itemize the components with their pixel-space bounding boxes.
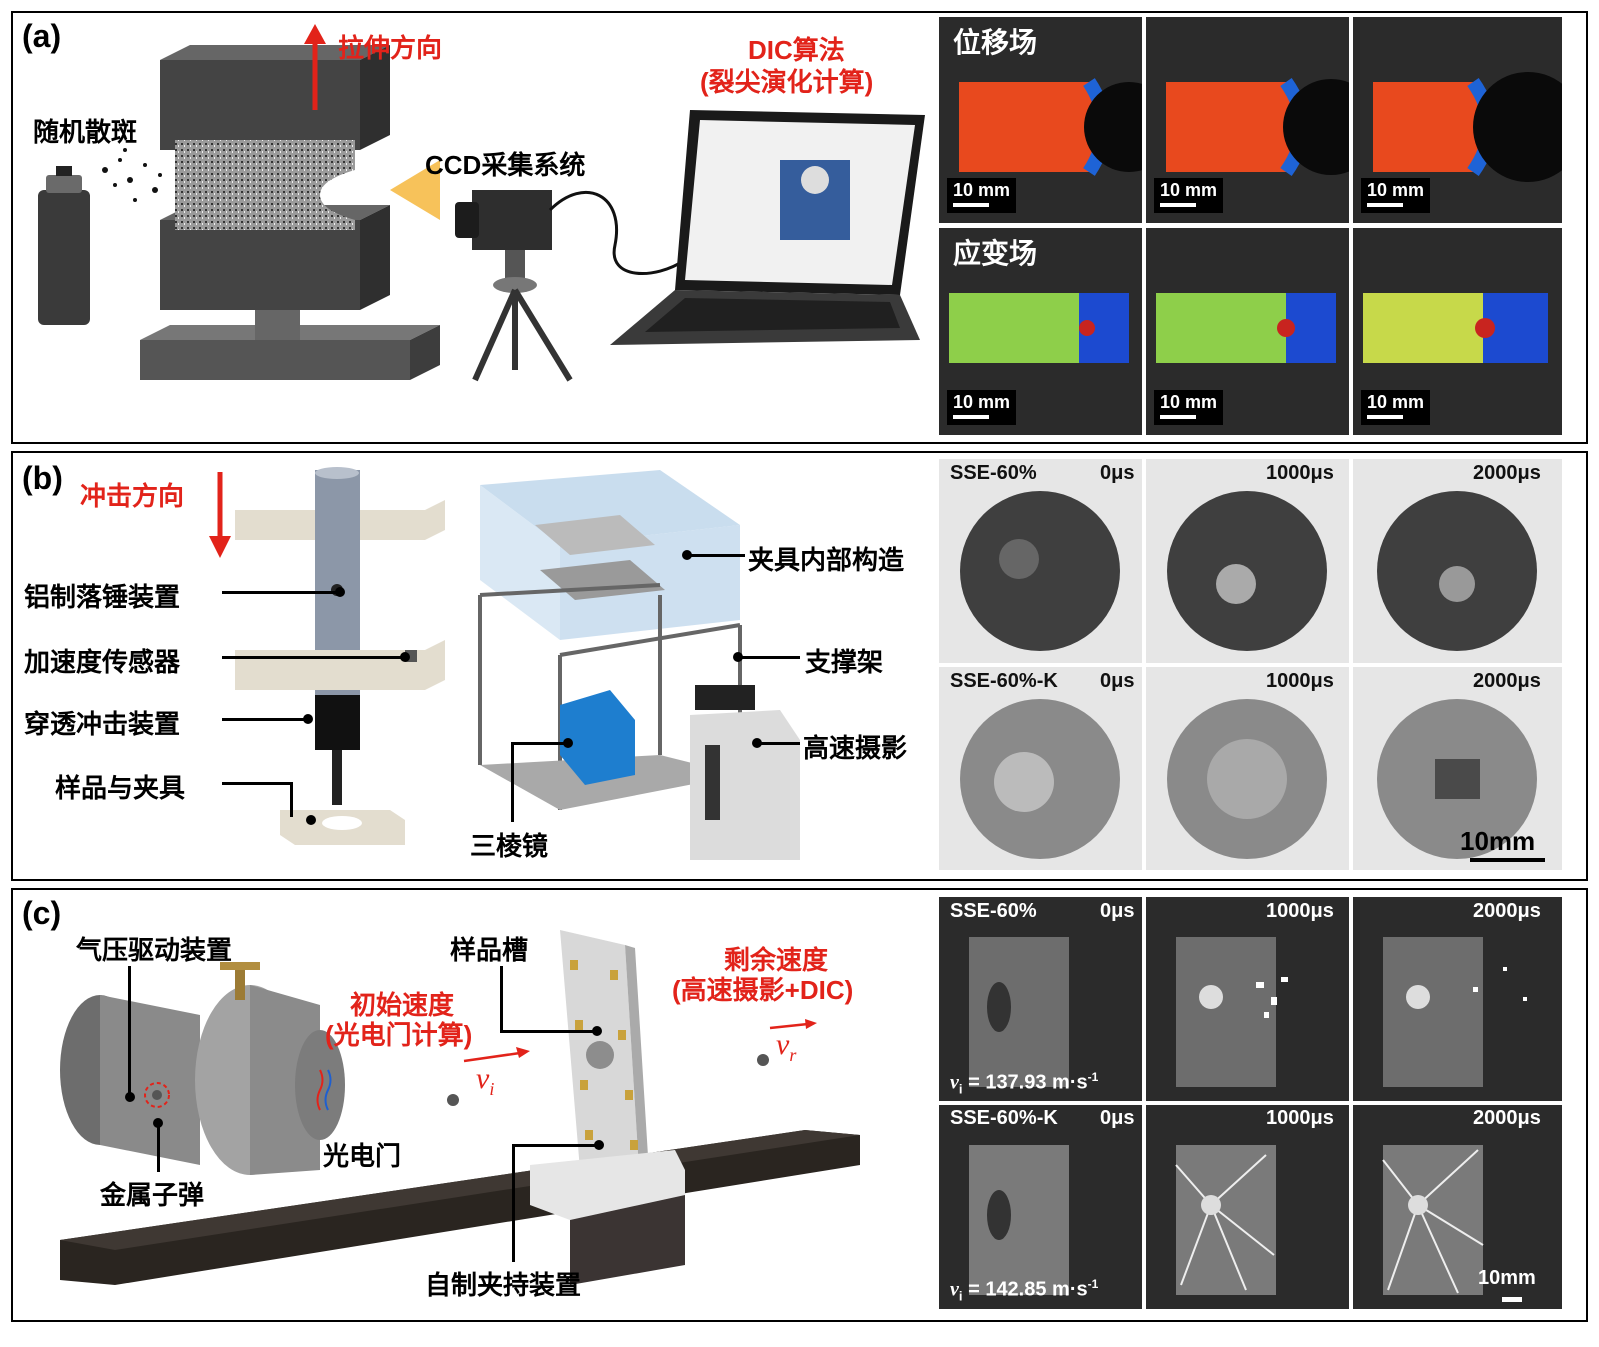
initial-velocity-sub-label: (光电门计算) [325, 1020, 473, 1050]
time-label: 2000μs [1473, 1107, 1541, 1129]
ballistic-img-r1-1 [1146, 897, 1349, 1101]
row-label-sse60k: SSE-60%-K [950, 670, 1058, 692]
vr-arrow [769, 1019, 817, 1030]
disp-field-img-2: 10 mm [1146, 17, 1349, 223]
time-label: 1000μs [1266, 670, 1334, 692]
impact-img-r2-1 [1146, 667, 1349, 870]
laptop-illustration [610, 110, 925, 345]
support-frame-label: 支撑架 [805, 647, 884, 677]
fixture-frame-illustration [478, 470, 800, 860]
impact-scale-label: 10mm [1460, 826, 1536, 856]
ccd-camera-illustration [455, 190, 573, 382]
gas-driver-label: 气压驱动装置 [76, 935, 233, 965]
initial-velocity-label: 初始速度 [350, 990, 455, 1020]
disp-field-title: 位移场 [953, 27, 1038, 58]
time-label: 1000μs [1266, 900, 1334, 922]
impact-img-r2-2 [1353, 667, 1562, 870]
velocity-readout-2: vi = 142.85 m·s-1 [950, 1277, 1099, 1304]
photogate-label: 光电门 [323, 1141, 402, 1171]
velocity-readout-1: vi = 137.93 m·s-1 [950, 1070, 1099, 1097]
ccd-label: CCD采集系统 [425, 150, 586, 180]
time-label: 2000μs [1473, 900, 1541, 922]
row-label-sse60: SSE-60% [950, 462, 1037, 484]
disp-field-img-1: 位移场 10 mm [939, 17, 1142, 223]
vi-arrow [463, 1047, 530, 1063]
residual-velocity-sub-label: (高速摄影+DIC) [672, 975, 854, 1005]
drop-hammer-illustration [235, 467, 445, 845]
fixture-inner-label: 夹具内部构造 [748, 545, 905, 575]
tensile-machine-illustration [38, 45, 440, 380]
scale-bar: 10 mm [1361, 390, 1431, 425]
time-label: 2000μs [1473, 462, 1541, 484]
impact-arrow [209, 472, 231, 558]
scale-bar: 10 mm [1154, 390, 1224, 425]
gas-gun-illustration [60, 930, 860, 1285]
dic-label: DIC算法 [748, 35, 845, 65]
strain-field-img-1: 应变场 10 mm [939, 228, 1142, 435]
time-label: 0μs [1100, 900, 1135, 922]
impact-img-r1-1 [1146, 459, 1349, 663]
ballistic-img-r2-0 [939, 1105, 1142, 1309]
impact-scale-bar [1470, 858, 1545, 862]
time-label: 0μs [1100, 1107, 1135, 1129]
time-label: 1000μs [1266, 1107, 1334, 1129]
dic-sub-label: (裂尖演化计算) [700, 67, 874, 97]
sample-fixture-label: 样品与夹具 [55, 773, 186, 803]
ballistic-scale-label: 10mm [1478, 1267, 1536, 1289]
ballistic-img-r2-1 [1146, 1105, 1349, 1309]
scale-bar: 10 mm [1154, 178, 1224, 213]
time-label: 0μs [1100, 670, 1135, 692]
sample-slot-label: 样品槽 [450, 935, 529, 965]
ballistic-img-r1-2 [1353, 897, 1562, 1101]
ballistic-img-r1-0 [939, 897, 1142, 1101]
high-speed-cam-label: 高速摄影 [803, 733, 908, 763]
impact-img-r1-2 [1353, 459, 1562, 663]
scale-bar: 10 mm [1361, 178, 1431, 213]
panel-a-tag: (a) [22, 18, 62, 54]
ballistic-scale-bar [1502, 1297, 1522, 1302]
vi-label: vi [476, 1062, 495, 1099]
impact-img-r1-0 [939, 459, 1142, 663]
speckle-label: 随机散斑 [33, 117, 138, 147]
tension-arrow [304, 24, 326, 110]
camera-cable [548, 191, 686, 275]
impact-img-r2-0 [939, 667, 1142, 870]
panel-c-tag: (c) [22, 895, 62, 931]
homemade-fixture-label: 自制夹持装置 [425, 1270, 582, 1300]
metal-bullet-label: 金属子弹 [100, 1180, 205, 1210]
strain-field-img-3: 10 mm [1353, 228, 1562, 435]
panel-b-tag: (b) [22, 460, 63, 496]
strain-field-title: 应变场 [953, 238, 1038, 269]
vr-label: vr [776, 1028, 797, 1065]
disp-field-img-3: 10 mm [1353, 17, 1562, 223]
drop-hammer-label: 铝制落锤装置 [24, 582, 181, 612]
prism-label: 三棱镜 [470, 831, 549, 861]
impact-direction-label: 冲击方向 [80, 481, 185, 511]
scale-bar: 10 mm [947, 178, 1017, 213]
penetrator-label: 穿透冲击装置 [24, 709, 181, 739]
row-label-sse60k: SSE-60%-K [950, 1107, 1058, 1129]
accel-sensor-label: 加速度传感器 [24, 647, 181, 677]
scale-bar: 10 mm [947, 390, 1017, 425]
time-label: 1000μs [1266, 462, 1334, 484]
ballistic-img-r2-2 [1353, 1105, 1562, 1309]
time-label: 0μs [1100, 462, 1135, 484]
residual-velocity-label: 剩余速度 [724, 945, 829, 975]
tension-direction-label: 拉伸方向 [338, 33, 443, 63]
row-label-sse60: SSE-60% [950, 900, 1037, 922]
time-label: 2000μs [1473, 670, 1541, 692]
strain-field-img-2: 10 mm [1146, 228, 1349, 435]
